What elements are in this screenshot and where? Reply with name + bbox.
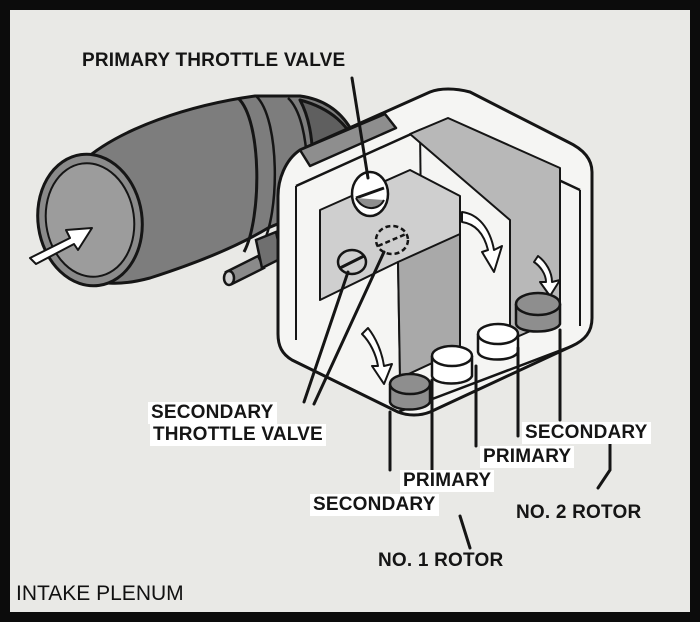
label-no1-secondary: SECONDARY: [310, 494, 439, 516]
rotor-ports: [388, 291, 562, 411]
label-no2-primary: PRIMARY: [480, 446, 575, 468]
label-no1-primary: PRIMARY: [400, 470, 495, 492]
flow-arrow-icon: [29, 227, 93, 265]
primary-throttle-valve-disc: [350, 170, 390, 218]
label-no2-rotor: NO. 2 ROTOR: [516, 502, 642, 523]
intake-tube: [36, 94, 364, 288]
leader-lines: [302, 76, 612, 550]
label-secondary-throttle-valve-line1: SECONDARY: [148, 402, 277, 424]
label-primary-throttle-valve: PRIMARY THROTTLE VALVE: [82, 50, 346, 71]
label-secondary-throttle-valve-line2: THROTTLE VALVE: [150, 424, 326, 446]
label-no1-rotor: NO. 1 ROTOR: [378, 550, 504, 571]
figure-caption: INTAKE PLENUM: [16, 582, 184, 605]
curved-flow-arrow-icon: [361, 211, 561, 385]
secondary-throttle-valve-discs: [336, 224, 410, 276]
label-no2-secondary: SECONDARY: [522, 422, 651, 444]
